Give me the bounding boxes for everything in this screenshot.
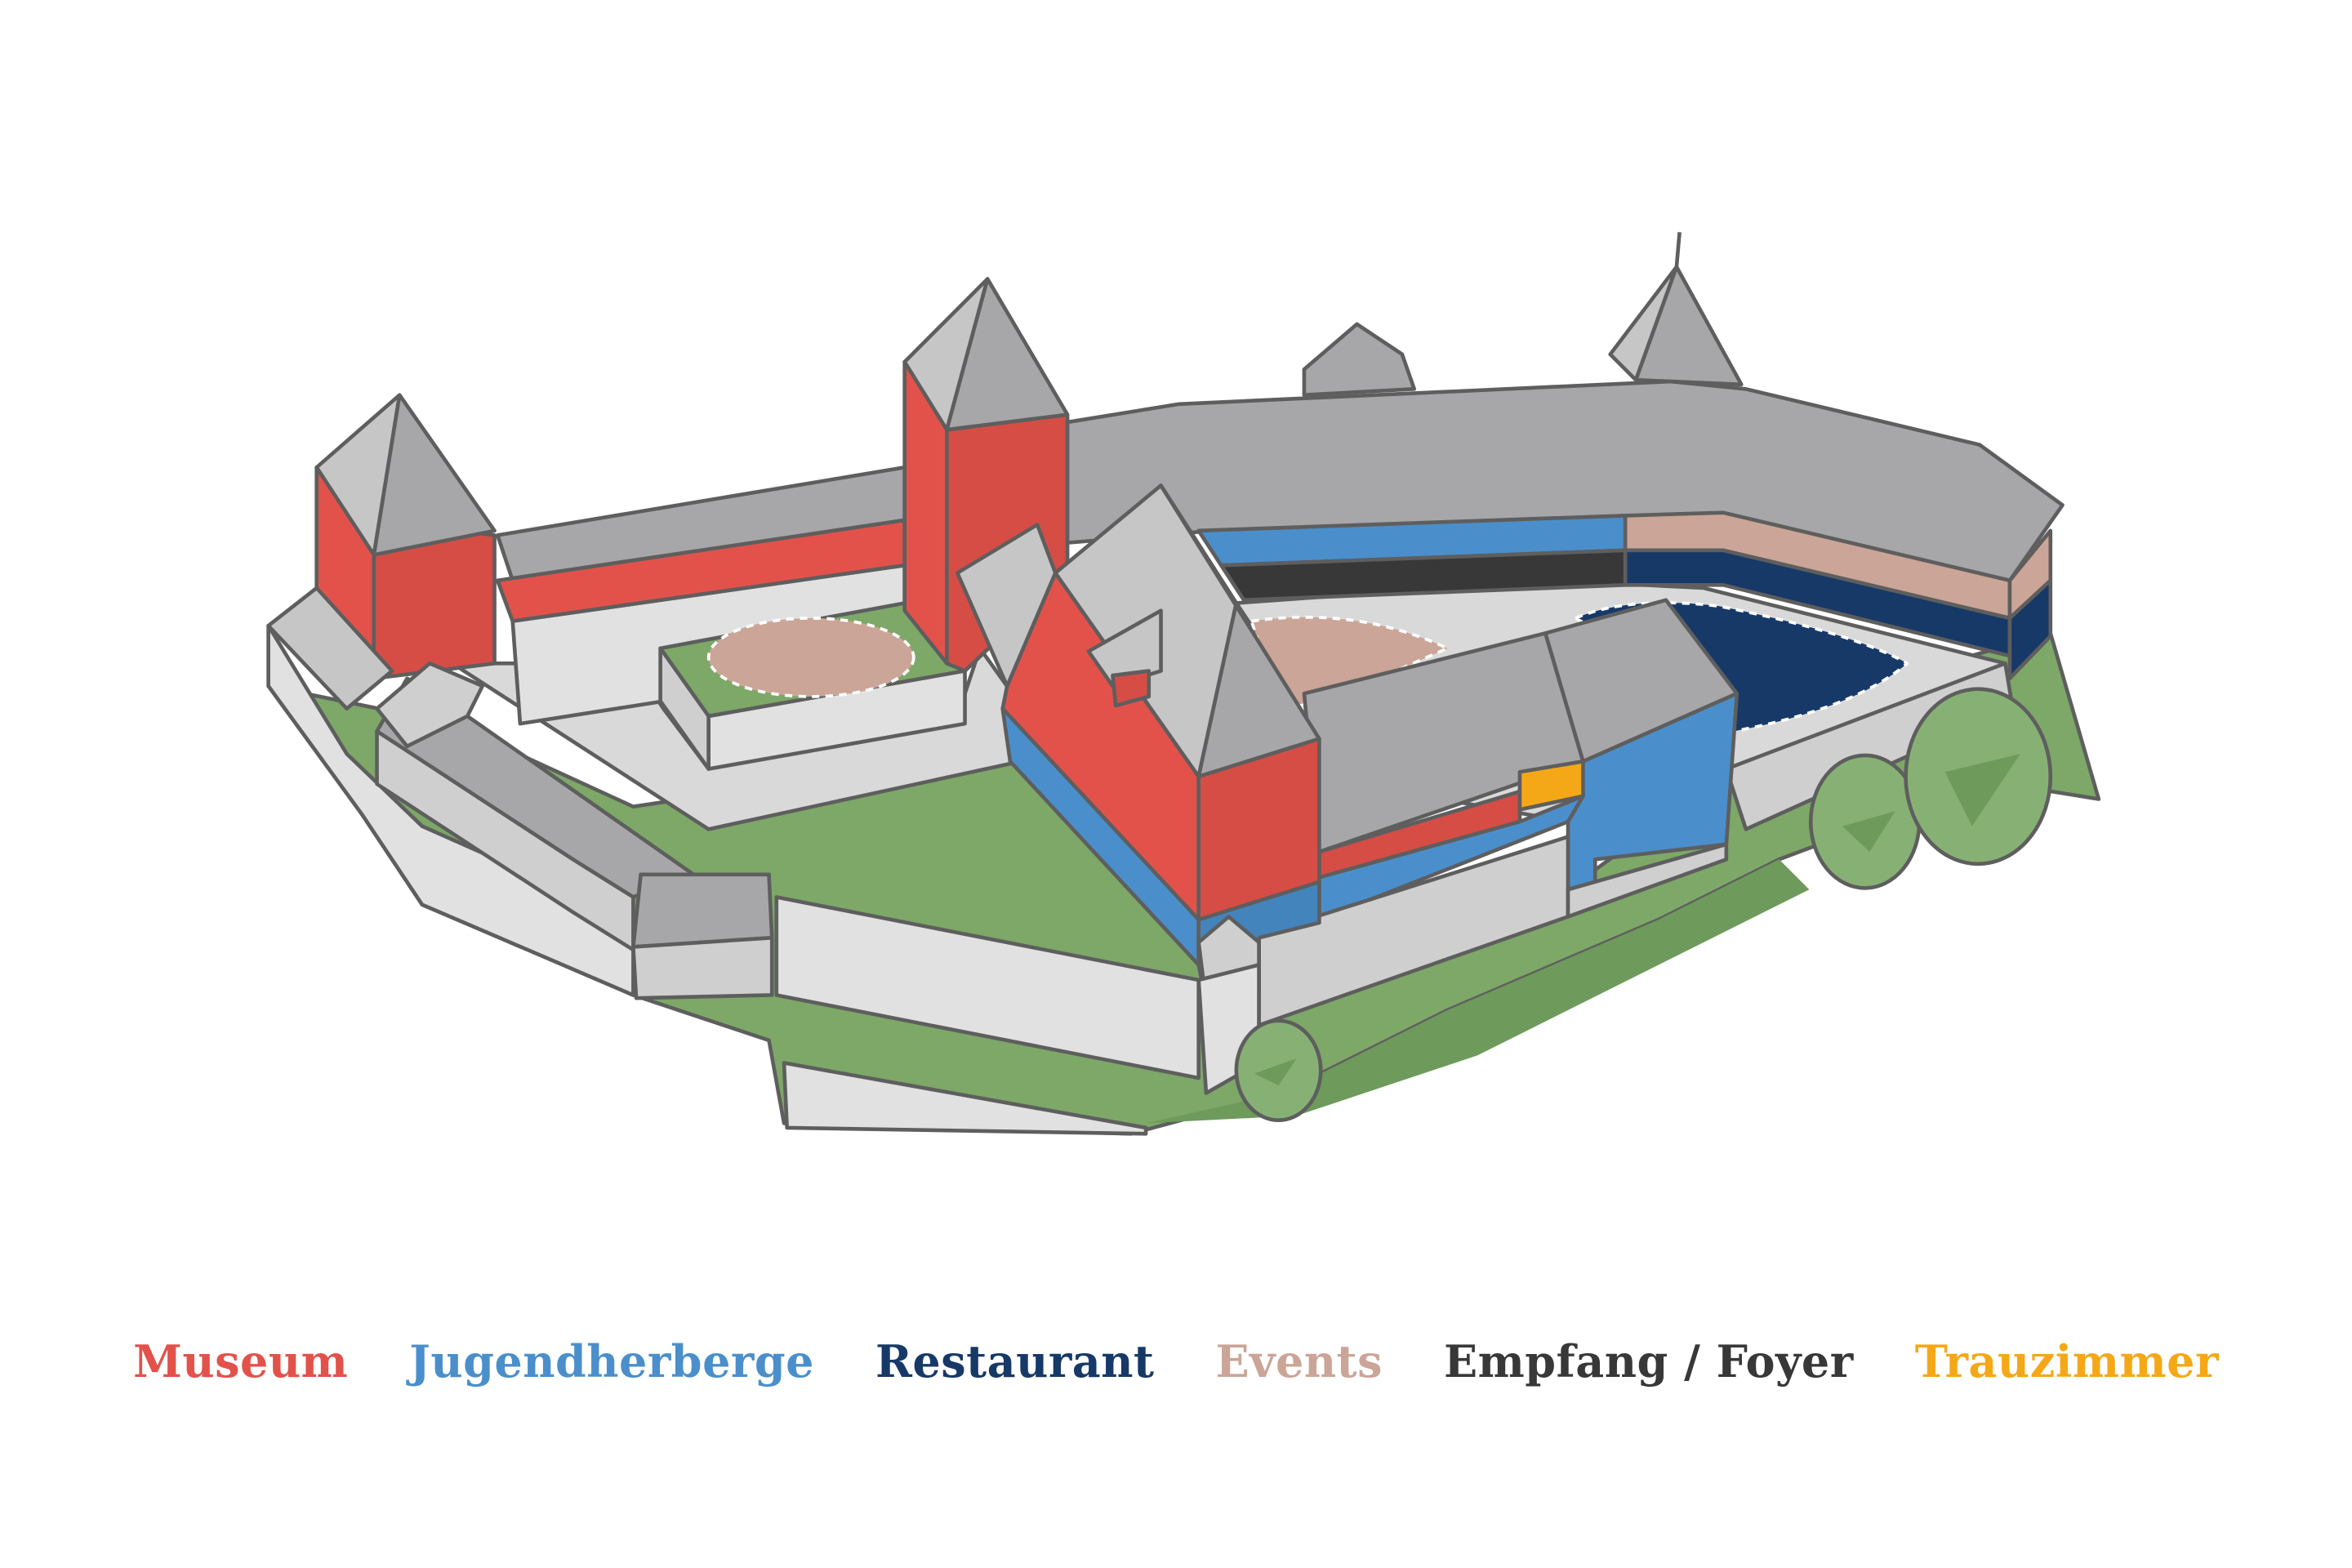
- legend-wedding: Trauzimmer: [1914, 1335, 2219, 1388]
- south-curtain-wall: [774, 895, 1201, 1080]
- museum-roof-gable-right: [1159, 483, 1321, 779]
- west-curtain-wall: [266, 623, 635, 997]
- legend-restaurant: Restaurant: [875, 1335, 1155, 1388]
- gatehouse-roof: [631, 872, 774, 949]
- courtyard-event-area: [1250, 615, 1450, 710]
- south-lower-wall: [782, 1061, 1148, 1136]
- tree-medium: [1808, 753, 1922, 890]
- legend-museum: Museum: [133, 1335, 349, 1388]
- west-annex-roof: [266, 586, 394, 710]
- ne-corner-restaurant: [2007, 578, 2053, 681]
- museum-dormer: [1086, 608, 1163, 688]
- keep-roof-right: [945, 277, 1070, 432]
- ne-spire-pole: [1674, 232, 1682, 267]
- gatehouse-wall: [631, 936, 774, 1000]
- hill-shadow: [1146, 859, 1810, 1124]
- legend-hostel: Jugendherberge: [409, 1335, 814, 1388]
- hostel-base-wall-right: [1566, 842, 1729, 919]
- tree-small: [1234, 1018, 1323, 1123]
- west-tower-roof-right: [372, 393, 497, 557]
- museum-dormer-front: [1111, 669, 1152, 708]
- ne-spire-right: [1633, 265, 1744, 387]
- tree-large: [1904, 687, 2053, 866]
- legend-reception: Empfang / Foyer: [1443, 1335, 1854, 1388]
- legend-events: Events: [1215, 1335, 1383, 1388]
- garden-event-area: [706, 617, 915, 698]
- hostel-wall-main: [1566, 691, 1740, 892]
- north-dormer: [1302, 322, 1417, 398]
- legend: Museum Jugendherberge Restaurant Events …: [0, 1335, 2352, 1388]
- west-annex-gate: [375, 662, 485, 749]
